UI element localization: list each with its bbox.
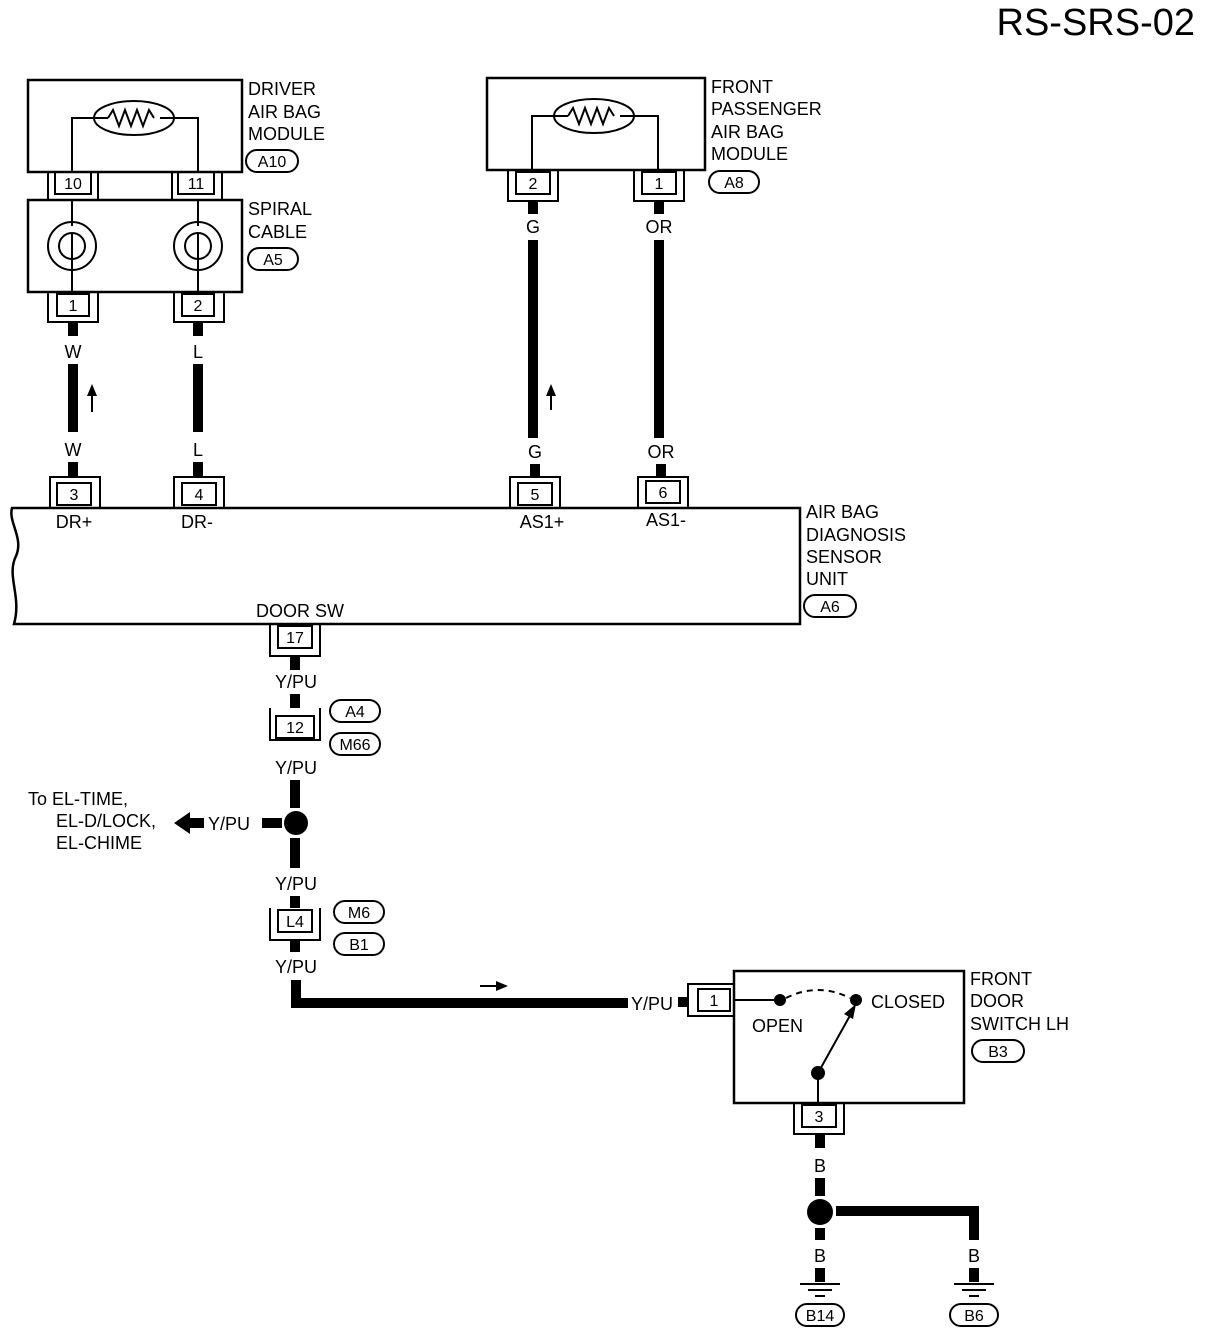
svg-text:3: 3 — [815, 1109, 824, 1126]
wire-ypu-5: Y/PU — [631, 994, 673, 1014]
door-switch-label-3: SWITCH LH — [970, 1014, 1069, 1034]
svg-text:6: 6 — [659, 485, 668, 502]
switch-state-open: OPEN — [752, 1016, 803, 1036]
wire-l-bottom: L — [193, 440, 203, 460]
passenger-airbag-code: A8 — [724, 175, 744, 192]
wire-l-top: L — [193, 342, 203, 362]
spiral-cable-code: A5 — [263, 252, 283, 269]
wire-ypu-3: Y/PU — [275, 874, 317, 894]
diagnosis-unit-code: A6 — [820, 599, 840, 616]
diagnosis-unit-label-4: UNIT — [806, 569, 848, 589]
passenger-airbag-module: FRONT PASSENGER AIR BAG MODULE A8 — [485, 76, 822, 194]
splice-note-3: EL-CHIME — [56, 833, 142, 853]
driver-airbag-code: A10 — [258, 154, 287, 171]
door-switch-code: B3 — [988, 1044, 1008, 1061]
svg-text:11: 11 — [188, 176, 205, 193]
wire-b-2: B — [814, 1246, 826, 1266]
spiral-cable-connector: 1 2 — [47, 292, 225, 323]
wire-or-top: OR — [646, 217, 673, 237]
wire-w-top: W — [65, 342, 82, 362]
door-switch-label-2: DOOR — [970, 991, 1024, 1011]
wire-g-top: G — [526, 217, 540, 237]
svg-text:5: 5 — [531, 487, 540, 504]
passenger-airbag-label-2: PASSENGER — [711, 99, 822, 119]
connector-12-code-a: A4 — [345, 704, 365, 721]
terminal-dr-plus: DR+ — [56, 512, 93, 532]
passenger-airbag-label-1: FRONT — [711, 77, 773, 97]
driver-airbag-connector: 10 11 — [47, 171, 223, 200]
splice-note-2: EL-D/LOCK, — [56, 811, 156, 831]
splice-note-1: To EL-TIME, — [28, 789, 128, 809]
ground-b6: B6 — [964, 1308, 984, 1325]
wire-ypu-branch: Y/PU — [208, 814, 250, 834]
ground-b14: B14 — [806, 1308, 835, 1325]
door-switch-label-1: FRONT — [970, 969, 1032, 989]
ypu-wire-chain: Y/PU 12 A4 M66 Y/PU Y/PU To EL-TIME, EL-… — [28, 656, 688, 1014]
passenger-airbag-connector: 2 1 — [507, 170, 685, 202]
spiral-cable-label-2: CABLE — [248, 222, 307, 242]
connector-l4-code-a: M6 — [348, 905, 370, 922]
switch-state-closed: CLOSED — [871, 992, 945, 1012]
wire-g-bottom: G — [528, 442, 542, 462]
diagnosis-sensor-unit: 3 4 5 6 DR+ DR- AS1+ AS1- DOOR SW AIR BA… — [10, 476, 906, 657]
spiral-cable-label-1: SPIRAL — [248, 199, 312, 219]
passenger-wires: G G OR OR — [526, 201, 675, 476]
svg-text:1: 1 — [710, 993, 719, 1010]
diagnosis-unit-label-3: SENSOR — [806, 547, 882, 567]
wire-b-1: B — [814, 1156, 826, 1176]
svg-text:2: 2 — [194, 298, 203, 315]
svg-text:3: 3 — [70, 487, 79, 504]
front-door-switch: 1 OPEN CLOSED FRONT DOOR SWITCH LH B3 3 — [687, 969, 1069, 1135]
driver-airbag-label-3: MODULE — [248, 124, 325, 144]
terminal-door-sw: DOOR SW — [256, 601, 344, 621]
passenger-airbag-label-3: AIR BAG — [711, 122, 784, 142]
svg-text:10: 10 — [64, 176, 82, 193]
driver-wires: W W L L — [65, 322, 203, 476]
connector-l4-pin: L4 — [286, 914, 304, 931]
page-id: RS-SRS-02 — [997, 2, 1196, 44]
wire-ypu-2: Y/PU — [275, 758, 317, 778]
connector-l4-code-b: B1 — [349, 937, 369, 954]
wire-or-bottom: OR — [648, 442, 675, 462]
connector-12-code-b: M66 — [339, 737, 370, 754]
svg-text:1: 1 — [655, 176, 664, 193]
svg-text:1: 1 — [69, 298, 78, 315]
ground-wires: B B B14 B B6 — [795, 1134, 999, 1327]
wire-ypu-4: Y/PU — [275, 957, 317, 977]
svg-text:4: 4 — [195, 487, 204, 504]
spiral-cable: SPIRAL CABLE A5 — [26, 198, 312, 294]
wire-b-3: B — [968, 1246, 980, 1266]
wire-ypu-1: Y/PU — [275, 672, 317, 692]
svg-text:17: 17 — [286, 630, 304, 647]
driver-airbag-label-2: AIR BAG — [248, 102, 321, 122]
diagnosis-unit-label-2: DIAGNOSIS — [806, 525, 906, 545]
terminal-as1-minus: AS1- — [646, 510, 686, 530]
diagnosis-unit-label-1: AIR BAG — [806, 502, 879, 522]
terminal-dr-minus: DR- — [181, 512, 213, 532]
terminal-as1-plus: AS1+ — [520, 512, 565, 532]
wire-w-bottom: W — [65, 440, 82, 460]
passenger-airbag-label-4: MODULE — [711, 144, 788, 164]
driver-airbag-label-1: DRIVER — [248, 79, 316, 99]
driver-airbag-module: DRIVER AIR BAG MODULE A10 — [26, 78, 325, 174]
svg-text:2: 2 — [529, 176, 538, 193]
connector-12-pin: 12 — [286, 720, 304, 737]
